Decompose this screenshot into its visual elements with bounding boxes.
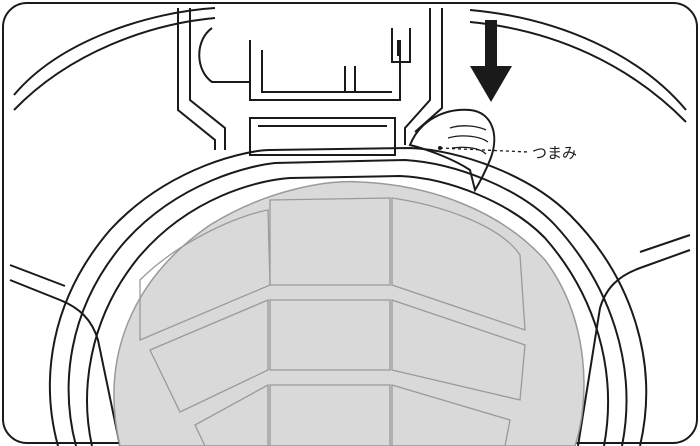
filter-mesh — [113, 180, 585, 446]
callout-leader-line — [439, 147, 529, 153]
opening-rim — [48, 146, 648, 446]
callout-dot — [438, 146, 442, 150]
callout: つまみ — [438, 144, 577, 162]
knob — [408, 108, 496, 193]
callout-label: つまみ — [532, 144, 577, 162]
lid-latch-assembly — [177, 8, 443, 156]
down-arrow-icon — [470, 20, 512, 102]
